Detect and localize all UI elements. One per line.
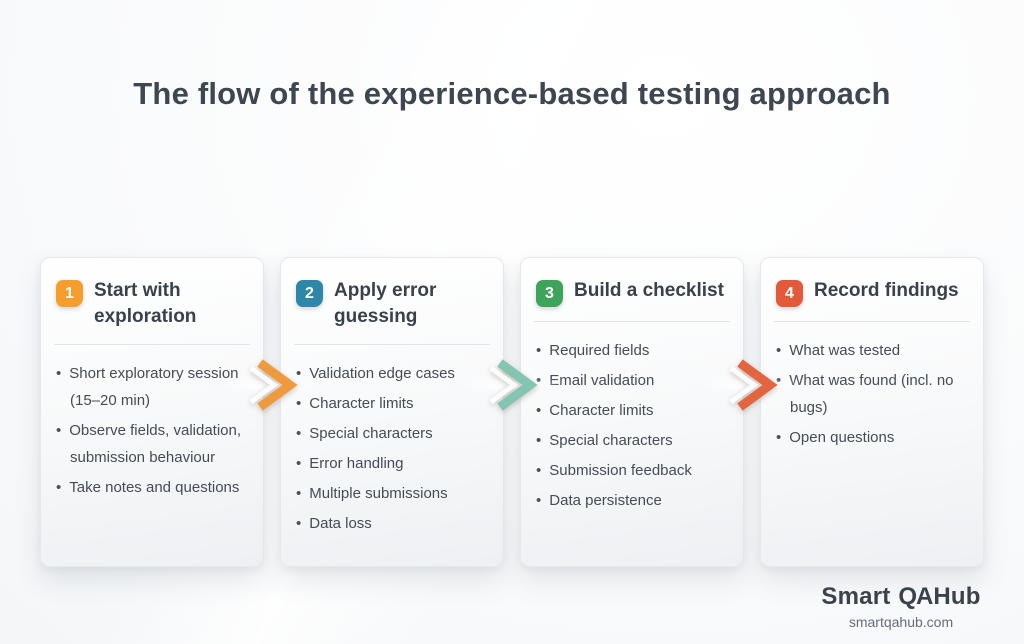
bullet-item: Character limits [296, 390, 488, 417]
bullet-item: Email validation [536, 367, 728, 394]
step-number-badge: 1 [56, 280, 83, 307]
step-bullet-list: What was testedWhat was found (incl. no … [776, 337, 968, 451]
qa-logo-mark: QA [898, 583, 933, 610]
step-bullet-list: Required fieldsEmail validationCharacter… [536, 337, 728, 514]
brand-word-smart: Smart [821, 583, 891, 610]
brand-website: smartqahub.com [848, 614, 954, 630]
brand-footer: Smart QAHub smartqahub.com [796, 583, 1006, 630]
step-number-badge: 4 [776, 280, 803, 307]
card-header: 3 Build a checklist [536, 278, 728, 307]
flow-arrow-right-icon [486, 356, 542, 414]
card-divider [774, 321, 970, 322]
brand-logo: Smart QAHub [796, 583, 1006, 611]
bullet-item: Special characters [296, 420, 488, 447]
step-card-checklist: 3 Build a checklist Required fieldsEmail… [520, 257, 744, 567]
bullet-item: Multiple submissions [296, 480, 488, 507]
card-header: 4 Record findings [776, 278, 968, 307]
step-bullet-list: Validation edge casesCharacter limitsSpe… [296, 360, 488, 537]
step-bullet-list: Short exploratory session (15–20 min)Obs… [56, 360, 248, 501]
bullet-item: Open questions [776, 424, 968, 451]
bullet-item: What was tested [776, 337, 968, 364]
flow-cards-row: 1 Start with exploration Short explorato… [40, 257, 984, 567]
page-title: The flow of the experience-based testing… [133, 76, 891, 111]
step-title: Build a checklist [574, 280, 724, 301]
bullet-item: Data persistence [536, 487, 728, 514]
step-title: Apply error guessing [334, 280, 437, 328]
bullet-item: Special characters [536, 427, 728, 454]
bullet-item: Submission feedback [536, 457, 728, 484]
bullet-item: Character limits [536, 397, 728, 424]
bullet-item: Required fields [536, 337, 728, 364]
bullet-item: Short exploratory session (15–20 min) [56, 360, 248, 414]
step-card-error-guessing: 2 Apply error guessing Validation edge c… [280, 257, 504, 567]
flow-arrow-right-icon [246, 356, 302, 414]
card-divider [54, 344, 250, 346]
step-card-exploration: 1 Start with exploration Short explorato… [40, 257, 264, 567]
bullet-item: Take notes and questions [56, 474, 248, 501]
step-title: Record findings [814, 280, 959, 301]
bullet-item: Data loss [296, 510, 488, 537]
bullet-item: Validation edge cases [296, 360, 488, 387]
bullet-item: What was found (incl. no bugs) [776, 367, 968, 421]
step-card-findings: 4 Record findings What was testedWhat wa… [760, 257, 984, 567]
card-header: 1 Start with exploration [56, 278, 248, 330]
step-title: Start with exploration [94, 280, 197, 328]
card-divider [294, 344, 490, 346]
bullet-item: Observe fields, validation, submission b… [56, 417, 248, 471]
card-divider [534, 321, 730, 322]
brand-word-hub: Hub [933, 583, 981, 610]
card-header: 2 Apply error guessing [296, 278, 488, 330]
flow-arrow-right-icon [726, 356, 782, 414]
step-number-badge: 2 [296, 280, 323, 307]
bullet-item: Error handling [296, 450, 488, 477]
step-number-badge: 3 [536, 280, 563, 307]
